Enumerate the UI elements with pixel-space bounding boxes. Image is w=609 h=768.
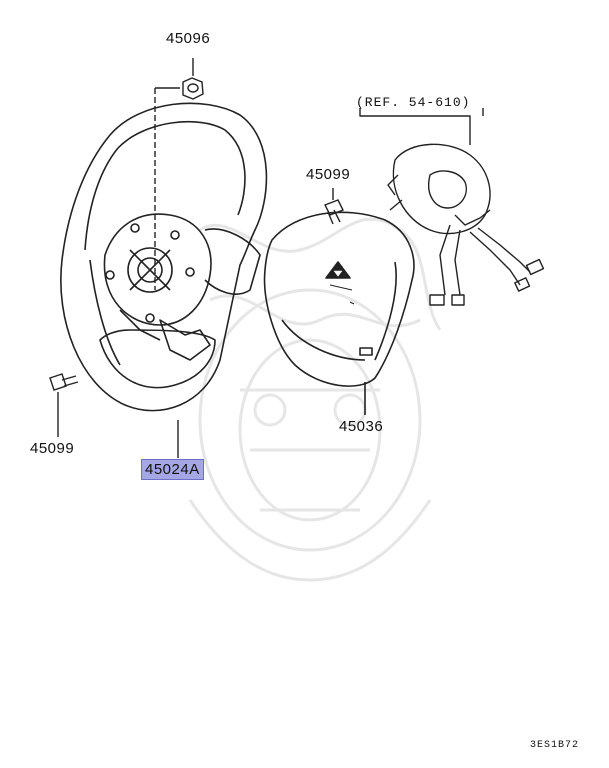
part-label-45024a[interactable]: 45024A bbox=[141, 459, 204, 480]
part-label-45099-left: 45099 bbox=[30, 440, 75, 457]
part-label-45036: 45036 bbox=[339, 418, 384, 435]
bolt-45099-left bbox=[49, 373, 79, 437]
steering-wheel bbox=[60, 102, 268, 412]
nut-45096 bbox=[154, 58, 204, 290]
clock-spring-assembly bbox=[359, 108, 545, 306]
bolt-45099-top bbox=[324, 188, 344, 225]
reference-label: (REF. 54-610) bbox=[356, 95, 471, 110]
part-label-45096: 45096 bbox=[166, 30, 211, 47]
drawing-code: 3ES1B72 bbox=[530, 740, 580, 751]
airbag-cover-45036 bbox=[263, 211, 415, 415]
part-label-45099-top: 45099 bbox=[306, 166, 351, 183]
watermark-logo bbox=[188, 217, 442, 582]
